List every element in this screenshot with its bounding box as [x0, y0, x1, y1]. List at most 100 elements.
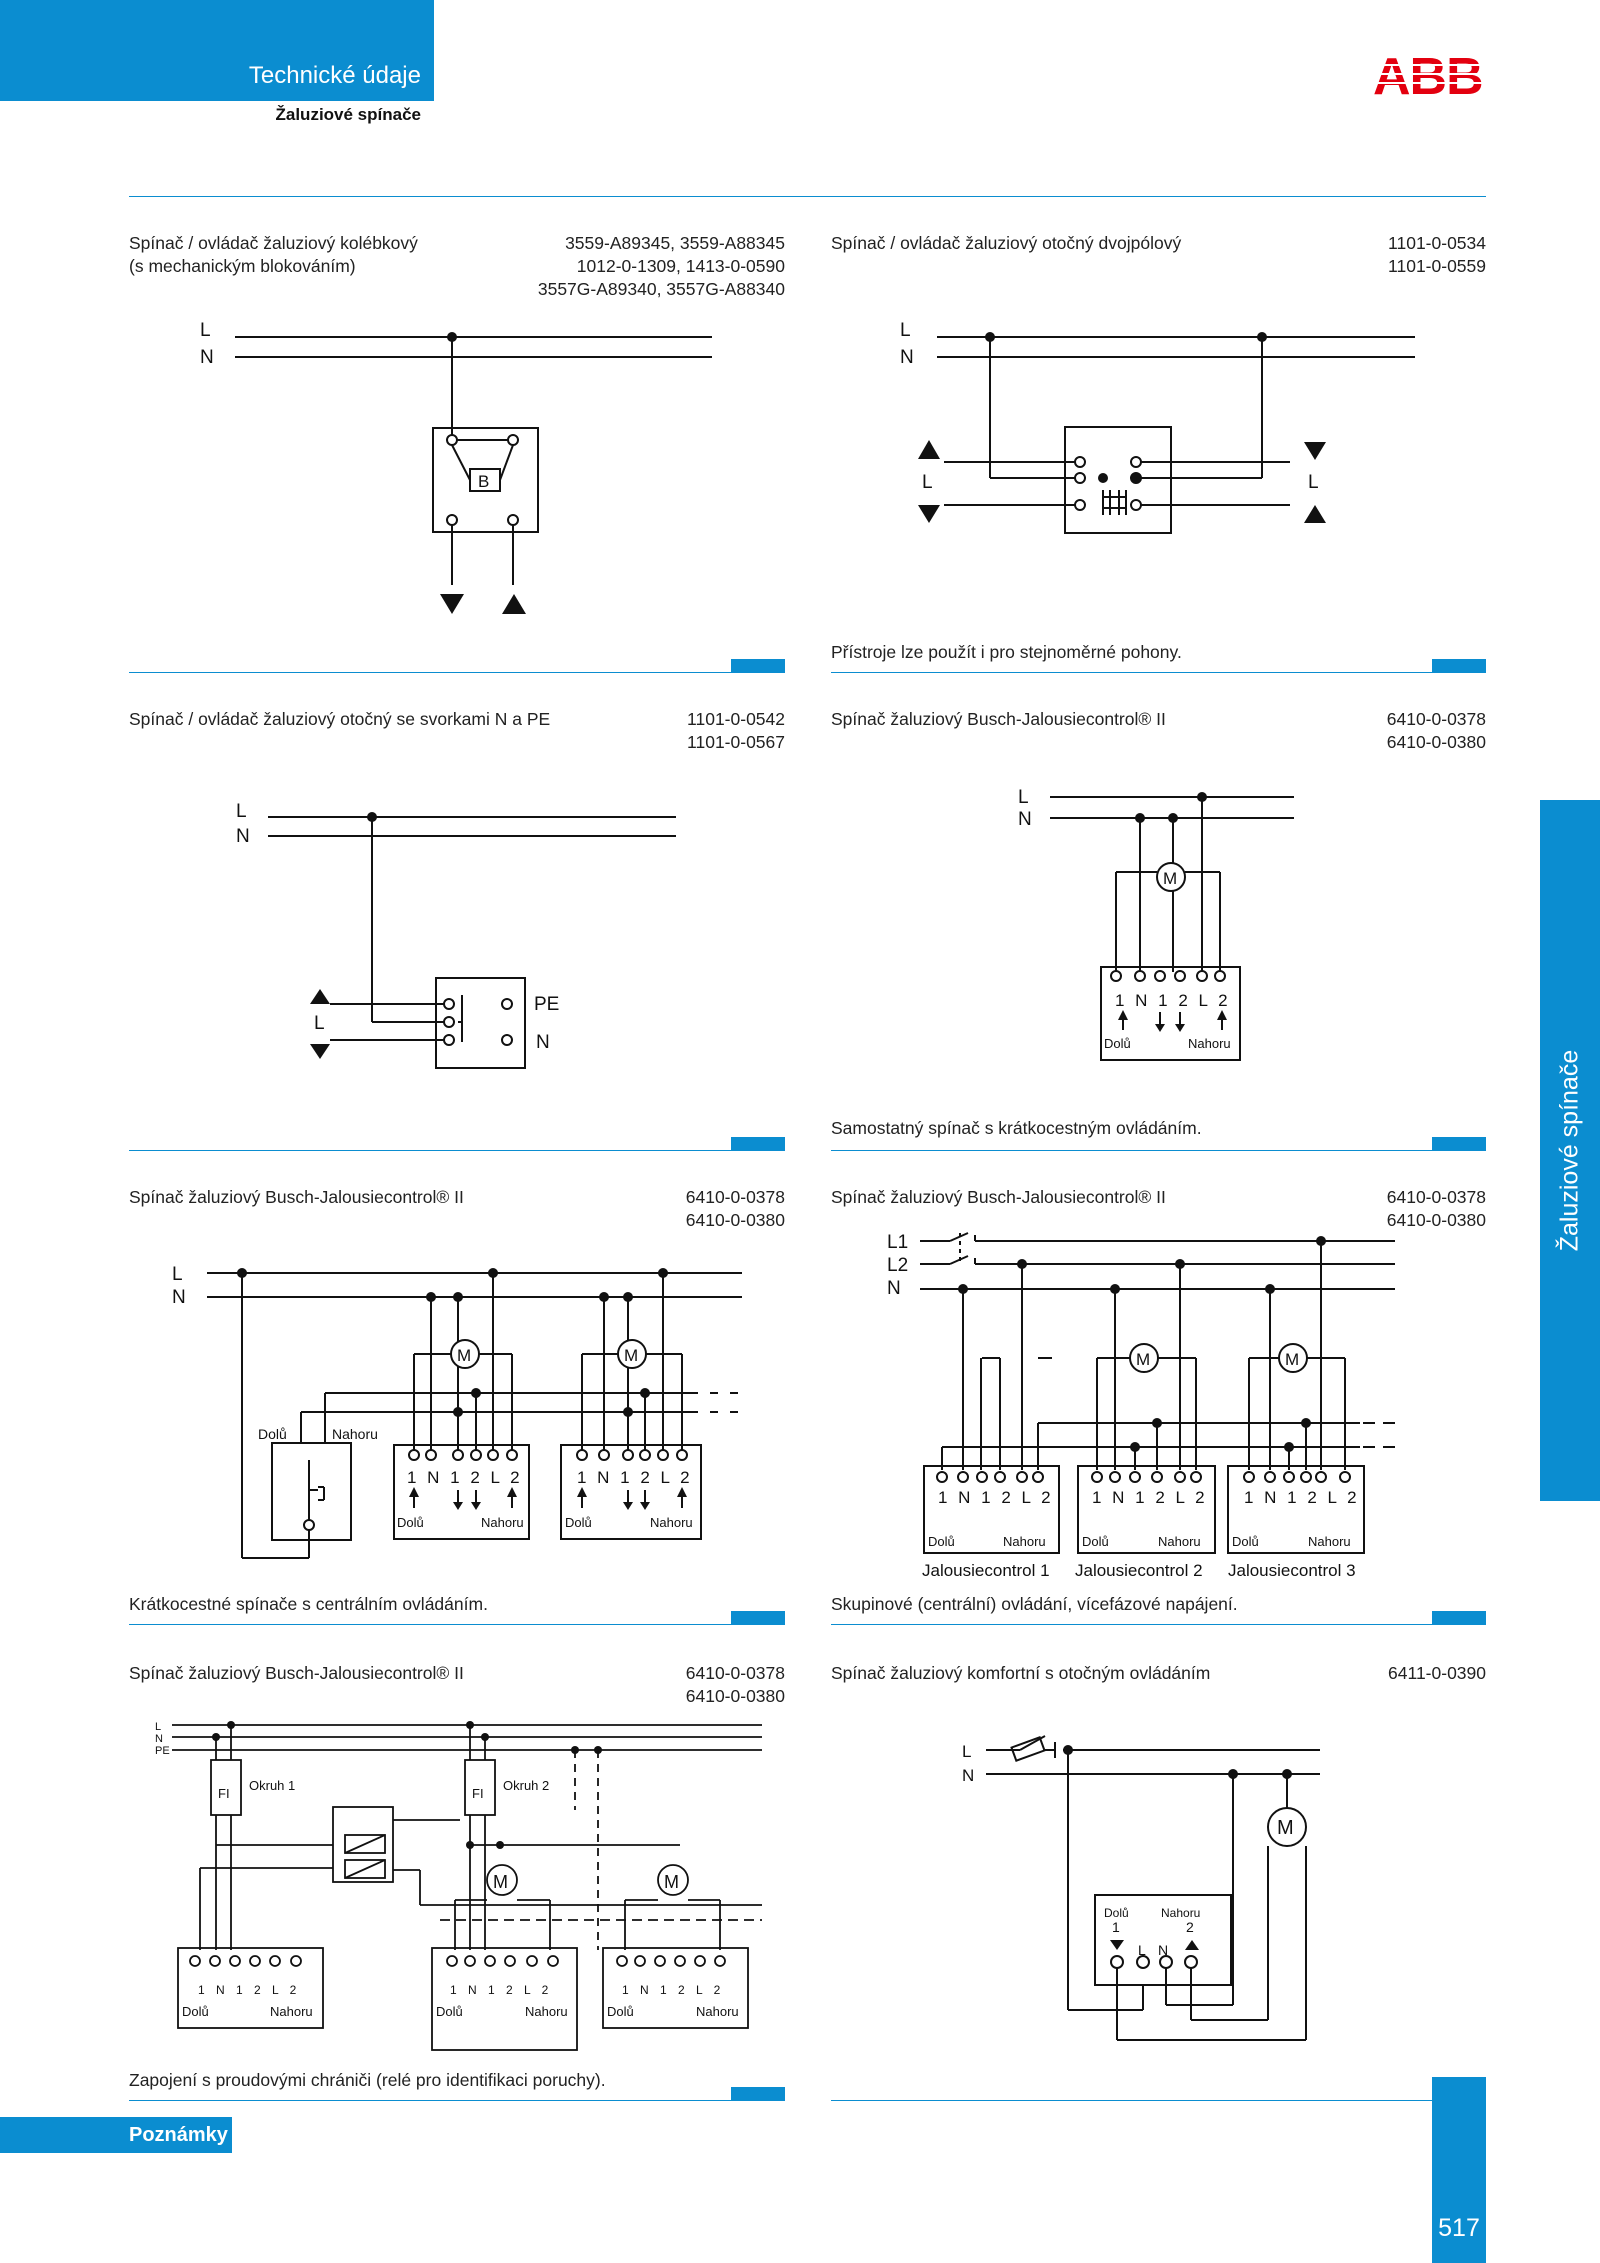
rule — [831, 672, 1486, 673]
label-dolu: Dolů — [258, 1426, 287, 1442]
terminal-labels: 1 N 1 2 L 2 — [938, 1488, 1054, 1507]
diagram-comfort-rotary: L N M Dolů Nahoru 1 2 L N — [962, 1735, 1320, 2041]
label-dolu: Dolů — [1104, 1036, 1131, 1051]
diagram-central-control: L N Dolů Nahoru M — [172, 1264, 742, 1559]
label-N: N — [1018, 809, 1032, 830]
label-L: L — [922, 472, 933, 493]
page-number-tab: 517 — [1432, 2077, 1486, 2263]
section-6-codes: 6410-0-0378 6410-0-0380 — [1386, 1187, 1486, 1230]
section-4-codes: 6410-0-0378 6410-0-0380 — [1386, 709, 1486, 752]
label-M: M — [1163, 869, 1177, 888]
label-N: N — [887, 1278, 901, 1299]
label-dolu: Dolů — [436, 2004, 463, 2019]
label-nahoru: Nahoru — [270, 2004, 313, 2019]
label-N: N — [536, 1032, 550, 1053]
label-nahoru: Nahoru — [696, 2004, 739, 2019]
label-L: L — [962, 1742, 971, 1761]
label-M: M — [493, 1872, 508, 1892]
section-7-title: Spínač žaluziový Busch-Jalousiecontrol® … — [129, 1663, 464, 1683]
label-PE: PE — [534, 994, 559, 1015]
label-okruh-2: Okruh 2 — [503, 1778, 549, 1793]
diagram-jalousiecontrol-single: L N M 1 N 1 2 L 2 Dolů Nahoru — [1018, 787, 1294, 1061]
section-4-note: Samostatný spínač s krátkocestným ovládá… — [831, 1118, 1202, 1138]
diagram-rotary-two-pole: L N L L — [900, 320, 1415, 534]
diagram-rcd-circuits: L N PE FI Okruh 1 FI Okruh 2 — [155, 1721, 762, 2051]
label-nahoru: Nahoru — [525, 2004, 568, 2019]
jalousiecontrol-2-label: Jalousiecontrol 2 — [1075, 1561, 1203, 1580]
label-dolu: Dolů — [1082, 1534, 1109, 1549]
jalousiecontrol-1-label: Jalousiecontrol 1 — [922, 1561, 1050, 1580]
accent-block — [731, 659, 785, 672]
rule — [129, 672, 785, 673]
label-N: N — [900, 347, 914, 368]
terminal-labels: 1 N 1 2 L 2 — [407, 1468, 523, 1487]
section-2-codes: 1101-0-0534 1101-0-0559 — [1388, 233, 1486, 276]
diagram-group-control: L1 L2 N — [887, 1232, 1395, 1580]
label-M: M — [1277, 1817, 1294, 1839]
label-dolu: Dolů — [928, 1534, 955, 1549]
diagram-rotary-n-pe: L N PE N L — [236, 801, 676, 1069]
label-L: L — [1308, 472, 1319, 493]
label-nahoru: Nahoru — [481, 1515, 524, 1530]
label-nahoru: Nahoru — [1003, 1534, 1046, 1549]
rule — [129, 1624, 785, 1625]
section-5-codes: 6410-0-0378 6410-0-0380 — [685, 1187, 785, 1230]
label-L: L — [236, 801, 247, 822]
terminal-labels: 1 N 1 2 L 2 — [1115, 991, 1231, 1010]
section-3-title: Spínač / ovládač žaluziový otočný se svo… — [129, 709, 551, 729]
side-tab[interactable]: Žaluziové spínače — [1540, 800, 1600, 1501]
label-N: N — [962, 1766, 974, 1785]
section-5-title: Spínač žaluziový Busch-Jalousiecontrol® … — [129, 1187, 464, 1207]
section-5-note: Krátkocestné spínače s centrálním ovládá… — [129, 1594, 488, 1614]
label-FI: FI — [218, 1786, 230, 1801]
label-L1: L1 — [887, 1232, 908, 1253]
label-N: N — [1158, 1942, 1168, 1958]
section-6-note: Skupinové (centrální) ovládání, vícefázo… — [831, 1594, 1238, 1614]
logo-text: ABB — [1373, 50, 1483, 102]
label-N: N — [155, 1733, 163, 1745]
terminal-labels: 1 N 1 2 L 2 — [1092, 1488, 1208, 1507]
label-M: M — [457, 1346, 471, 1365]
rule — [831, 1624, 1486, 1625]
section-2-note: Přístroje lze použít i pro stejnoměrné p… — [831, 642, 1182, 662]
label-M: M — [664, 1872, 679, 1892]
accent-block — [1432, 1137, 1486, 1150]
accent-block — [731, 1137, 785, 1150]
page-number: 517 — [1438, 2214, 1480, 2242]
terminal-labels: 1 N 1 2 L 2 — [450, 1983, 552, 1997]
label-nahoru: Nahoru — [650, 1515, 693, 1530]
notes-tab[interactable]: Poznámky — [0, 2117, 232, 2153]
label-M: M — [1285, 1350, 1299, 1369]
label-N: N — [236, 826, 250, 847]
label-L2: L2 — [887, 1255, 908, 1276]
terminal-labels: 1 N 1 2 L 2 — [1244, 1488, 1360, 1507]
label-dolu: Dolů — [607, 2004, 634, 2019]
label-dolu: Dolů — [1232, 1534, 1259, 1549]
label-L: L — [155, 1721, 161, 1733]
label-B: B — [478, 472, 489, 491]
rule — [129, 2100, 785, 2101]
label-nahoru: Nahoru — [1188, 1036, 1231, 1051]
label-L: L — [900, 320, 911, 341]
terminal-labels: 1 N 1 2 L 2 — [577, 1468, 693, 1487]
page-subtitle: Žaluziové spínače — [275, 105, 422, 124]
accent-block — [731, 2087, 785, 2100]
page-title: Technické údaje — [248, 62, 421, 89]
label-L: L — [172, 1264, 183, 1285]
label-L: L — [314, 1013, 325, 1034]
terminal-labels: 1 N 1 2 L 2 — [198, 1983, 300, 1997]
label-nahoru: Nahoru — [332, 1426, 378, 1442]
accent-block — [731, 1611, 785, 1624]
rule — [129, 1150, 785, 1151]
label-dolu: Dolů — [397, 1515, 424, 1530]
label-PE: PE — [155, 1745, 170, 1757]
section-8-title: Spínač žaluziový komfortní s otočným ovl… — [831, 1663, 1211, 1683]
rule — [831, 1150, 1486, 1151]
section-4-title: Spínač žaluziový Busch-Jalousiecontrol® … — [831, 709, 1166, 729]
label-okruh-1: Okruh 1 — [249, 1778, 295, 1793]
section-2-title: Spínač / ovládač žaluziový otočný dvojpó… — [831, 233, 1182, 253]
top-rule — [129, 196, 1486, 197]
jalousiecontrol-3-label: Jalousiecontrol 3 — [1228, 1561, 1356, 1580]
terminal-labels: 1 N 1 2 L 2 — [622, 1983, 724, 1997]
